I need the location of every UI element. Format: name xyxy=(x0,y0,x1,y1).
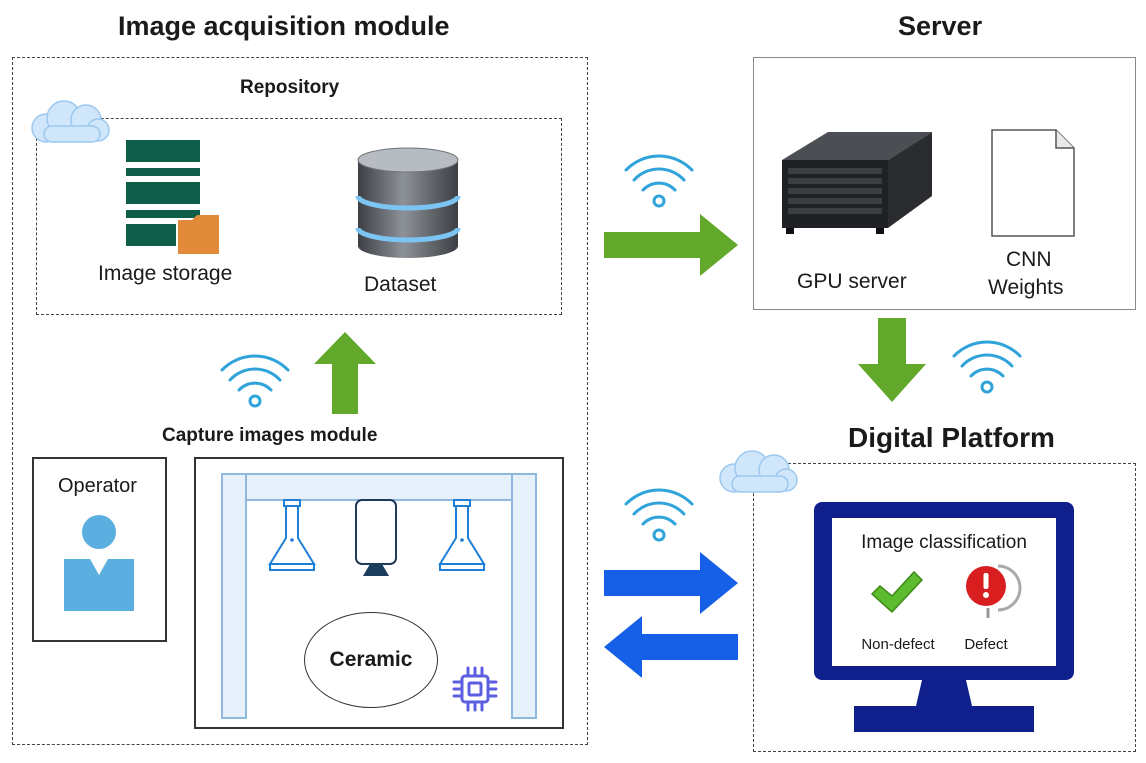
defect-label: Defect xyxy=(964,636,1008,653)
database-icon xyxy=(355,146,461,262)
acquisition-module-box xyxy=(12,57,588,745)
document-icon xyxy=(990,128,1076,238)
chip-icon xyxy=(450,664,500,714)
server-title: Server xyxy=(898,11,983,41)
platform-box xyxy=(753,463,1136,752)
acquisition-title: Image acquisition module xyxy=(118,11,450,41)
ceramic-ellipse xyxy=(304,612,438,708)
repository-title: Repository xyxy=(240,77,340,98)
wifi-icon xyxy=(622,482,696,544)
operator-box xyxy=(32,457,167,642)
to-platform-down-arrow xyxy=(858,318,926,402)
to-platform-arrow xyxy=(604,552,738,614)
server-box xyxy=(753,57,1136,310)
lamp-left-icon xyxy=(266,498,318,574)
lamp-right-icon xyxy=(436,498,488,574)
camera-icon xyxy=(353,498,399,580)
image-storage-label: Image storage xyxy=(98,262,233,285)
cnn-label-line1: CNN xyxy=(1006,248,1052,271)
operator-label: Operator xyxy=(58,475,137,497)
gpu-server-icon xyxy=(776,124,938,242)
image-storage-icon xyxy=(122,140,226,256)
wifi-icon xyxy=(950,334,1024,396)
wifi-icon xyxy=(218,348,292,410)
screen-title: Image classification xyxy=(861,532,1027,553)
capture-station-frame xyxy=(218,472,540,720)
checkmark-icon xyxy=(870,570,924,614)
cnn-label-line2: Weights xyxy=(988,276,1064,299)
upload-arrow-up xyxy=(314,332,376,414)
cloud-icon xyxy=(24,96,114,148)
wifi-icon xyxy=(622,148,696,210)
non-defect-label: Non-defect xyxy=(861,636,935,653)
gpu-server-label: GPU server xyxy=(797,270,907,293)
platform-title: Digital Platform xyxy=(848,422,1055,453)
from-platform-arrow xyxy=(604,616,738,678)
capture-station-box xyxy=(194,457,564,729)
operator-icon xyxy=(62,515,136,613)
alert-icon xyxy=(962,560,1022,620)
dataset-label: Dataset xyxy=(364,273,437,296)
cloud-icon xyxy=(712,446,802,498)
ceramic-label: Ceramic xyxy=(329,648,413,671)
repository-box xyxy=(36,118,562,315)
to-server-arrow xyxy=(604,214,738,276)
capture-title: Capture images module xyxy=(162,425,378,446)
